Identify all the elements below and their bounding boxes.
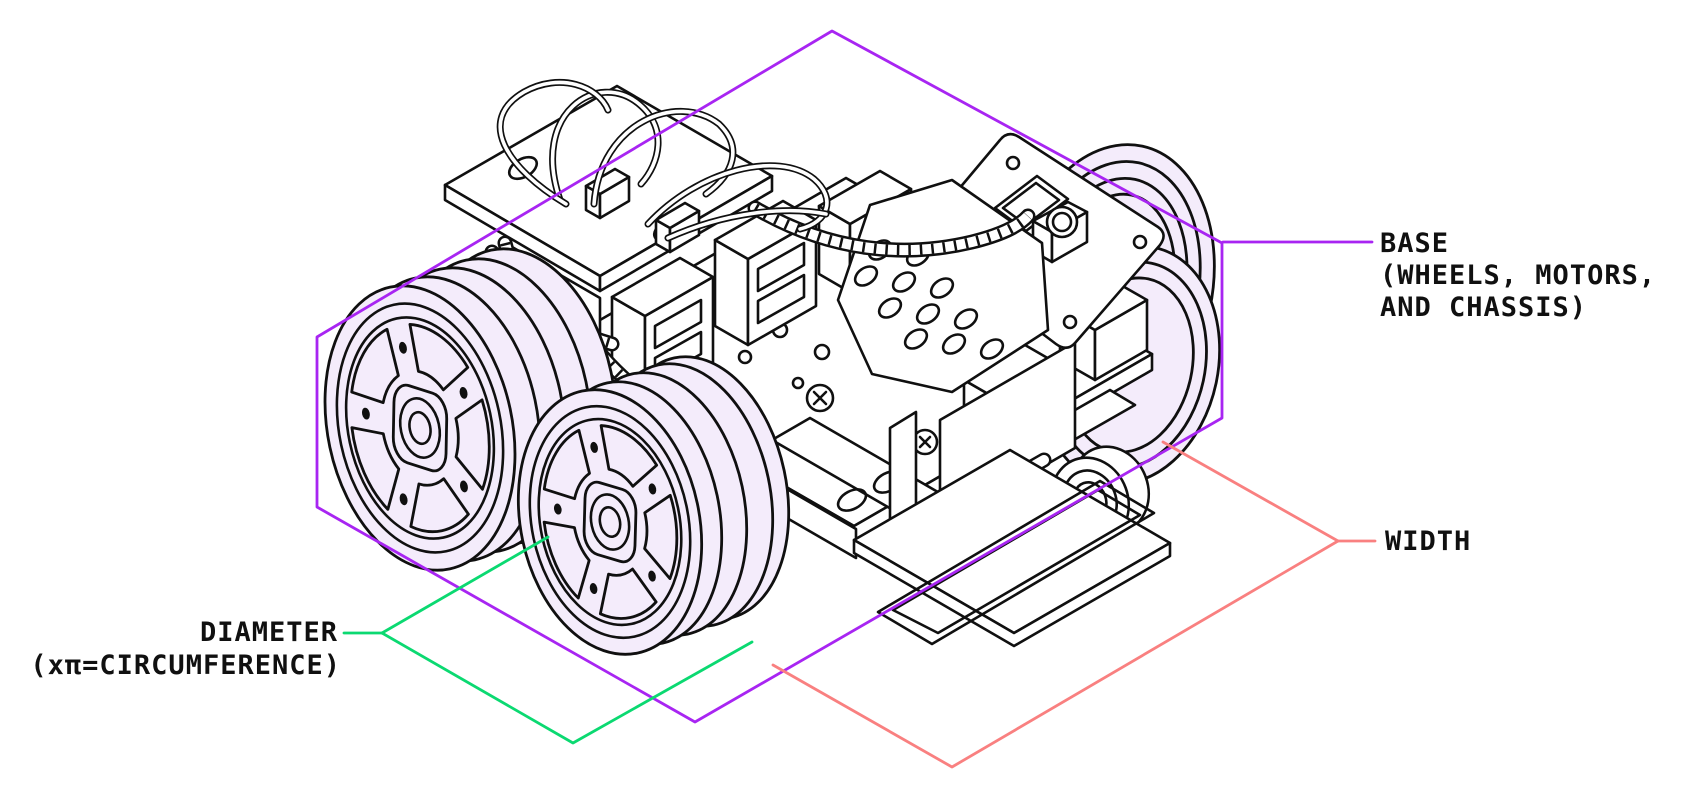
width-label: WIDTH [1385,526,1471,557]
labels: BASE (WHEELS, MOTORS, AND CHASSIS) WIDTH… [30,228,1656,681]
base-annotation [315,29,1374,724]
width-witness-line-right [1161,440,1340,543]
width-dimension-line [771,539,1340,769]
jumper-wires [496,79,831,242]
base-label-line-1: BASE [1380,228,1449,259]
camera-board [921,132,1165,350]
deck-screw-2 [911,428,939,456]
base-label-line-3: AND CHASSIS) [1380,292,1587,323]
deck-screw-1 [805,383,835,413]
diameter-tangent-upper [380,535,550,635]
diameter-label-line-1: DIAMETER [200,617,338,648]
mount-plate-holes [853,239,1005,360]
base-outline-box [315,29,1224,724]
diameter-tangent-lower [380,631,754,745]
base-label-line-2: (WHEELS, MOTORS, [1380,260,1656,291]
front-left-wheel [493,355,791,673]
width-annotation [771,440,1377,769]
robot-illustration [298,79,1222,673]
camera-lens [1045,205,1079,239]
diameter-annotation [342,535,754,745]
diameter-label-line-2: (xπ=CIRCUMFERENCE) [30,650,341,681]
usb-port-stack-2 [713,199,818,347]
